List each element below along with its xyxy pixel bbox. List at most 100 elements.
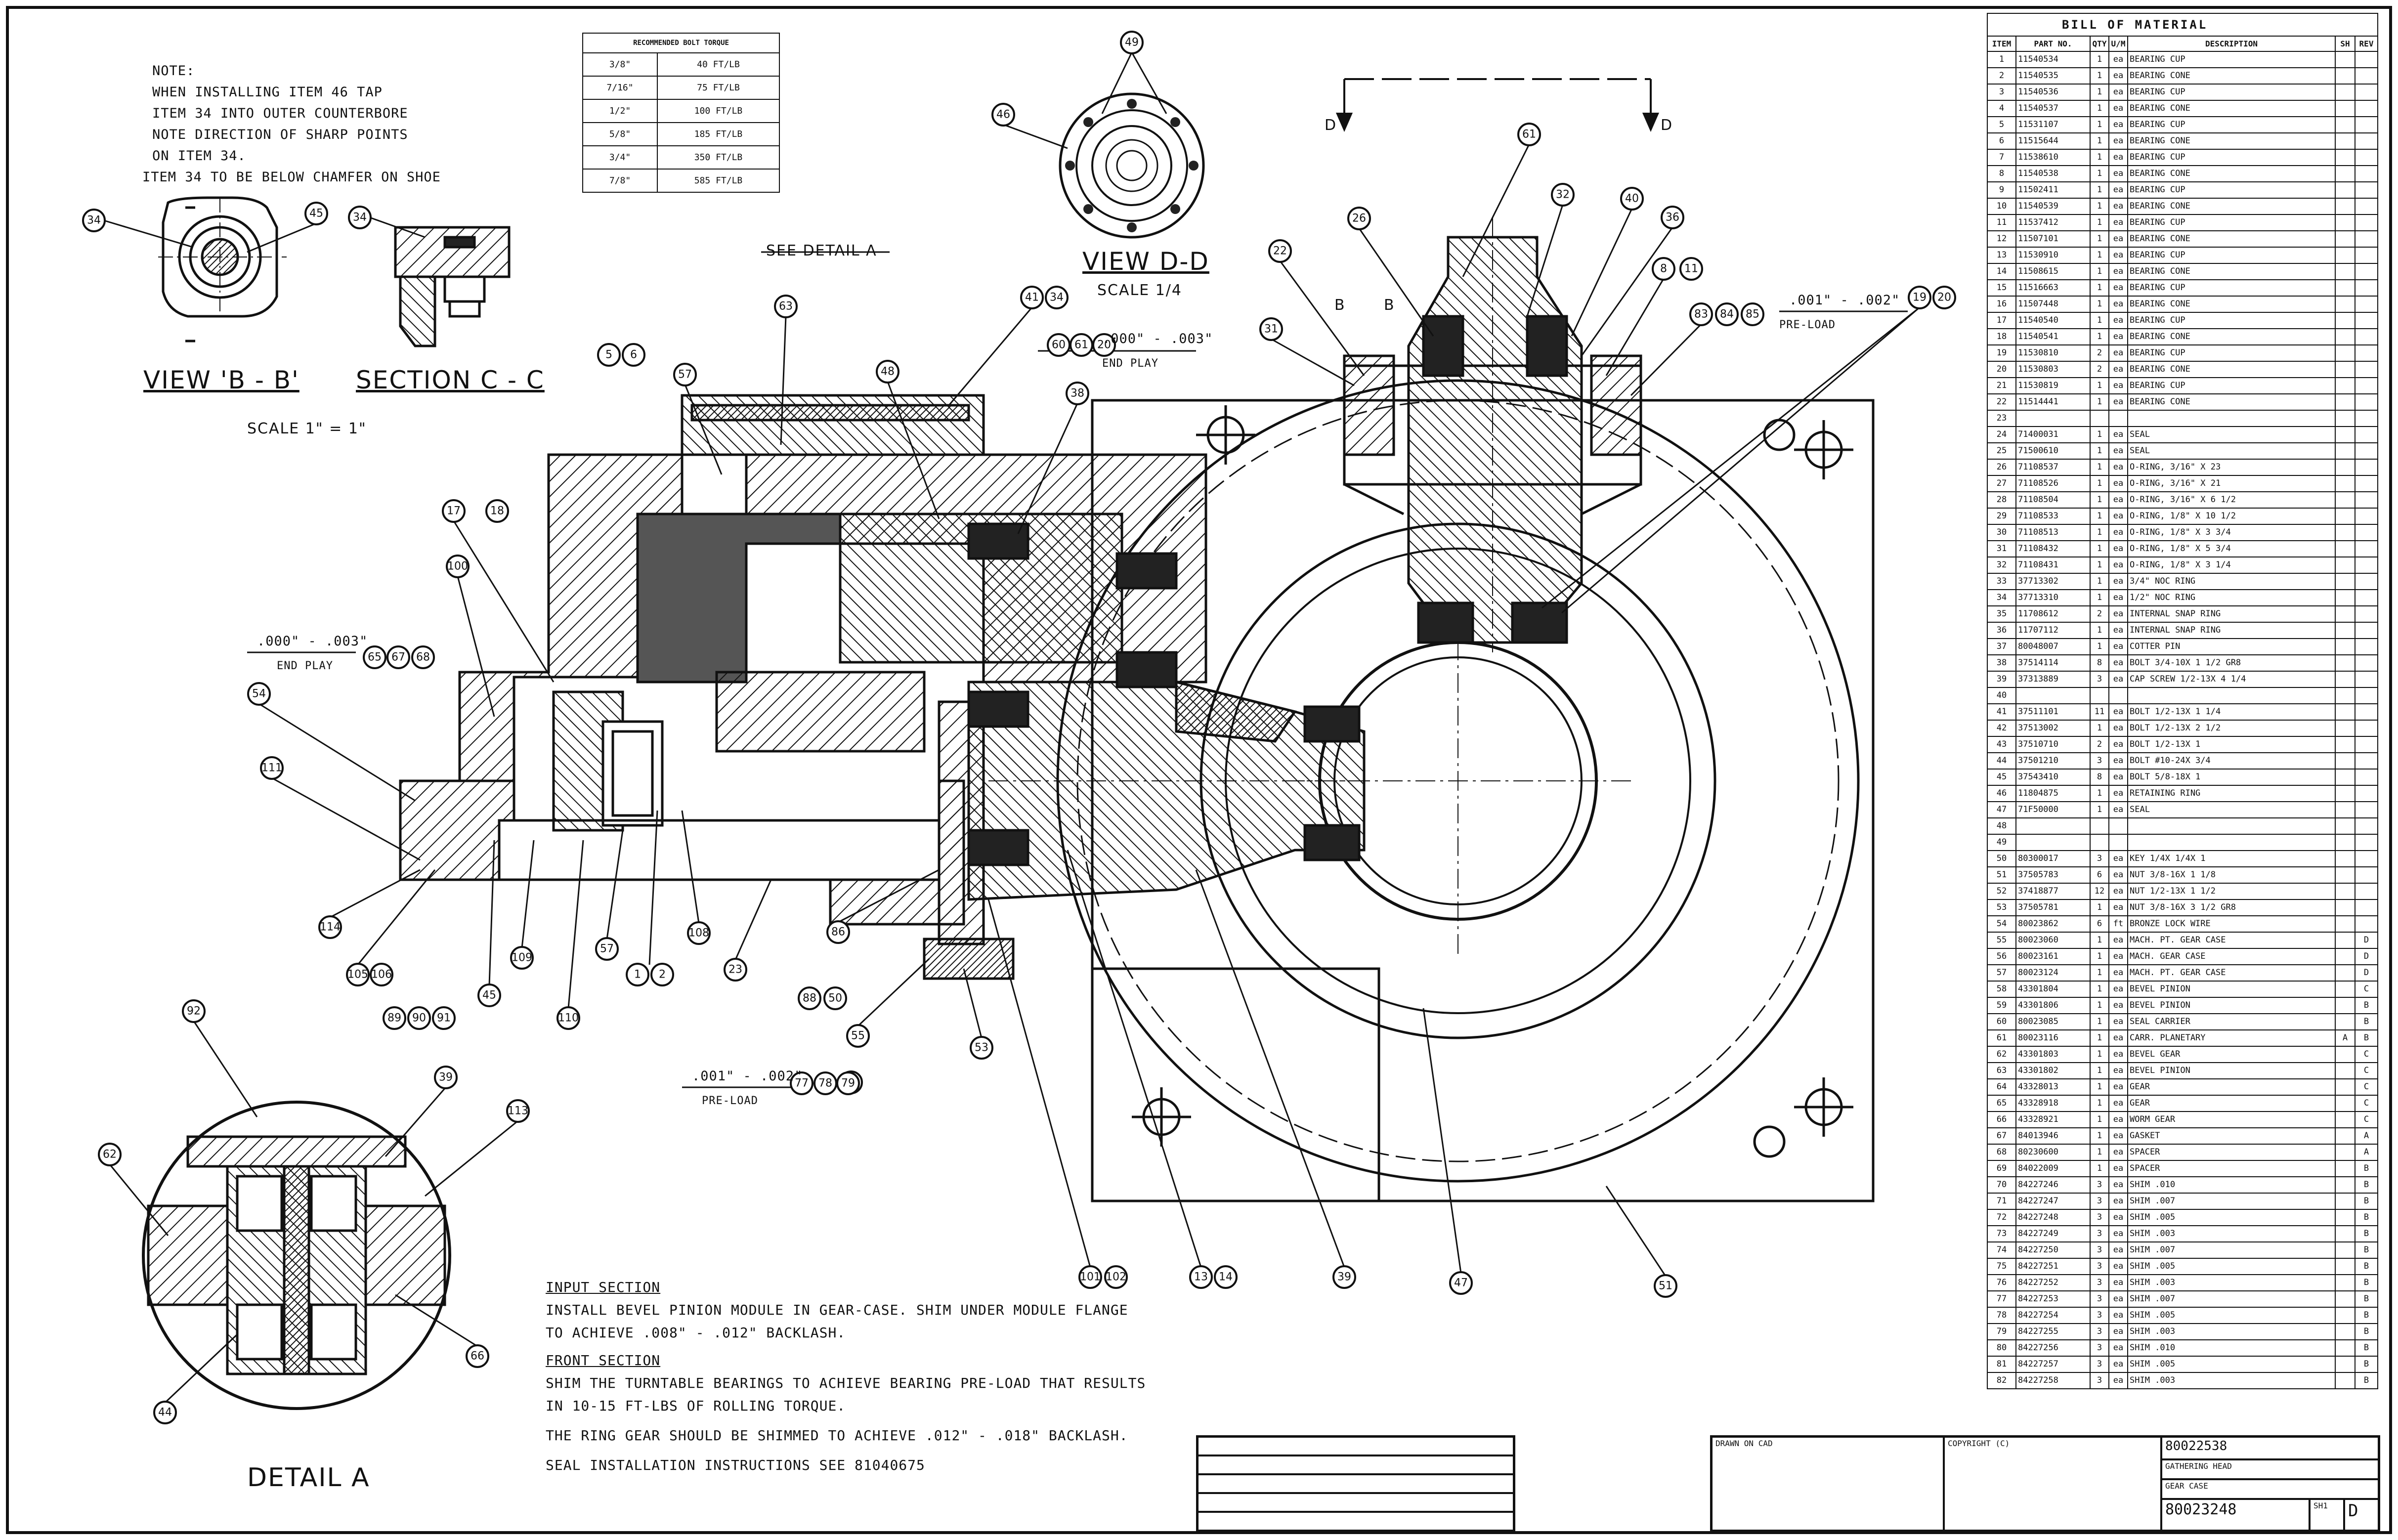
bom-part-no: 84013946 bbox=[2015, 1127, 2091, 1145]
bom-part-no: 11508615 bbox=[2015, 263, 2091, 280]
scale-d-label: SCALE 1/4 bbox=[1097, 282, 1182, 299]
bom-um: ea bbox=[2108, 84, 2128, 101]
bom-part-no: 84227251 bbox=[2015, 1258, 2091, 1275]
bom-um: ea bbox=[2108, 312, 2128, 329]
section-b-left-label: B bbox=[1334, 297, 1346, 314]
table-row: 5/8"185 FT/LB bbox=[582, 122, 780, 146]
bom-part-no: 37514114 bbox=[2015, 654, 2091, 672]
section-c-c bbox=[394, 226, 511, 347]
item-balloon: 105 bbox=[346, 963, 370, 986]
bom-um: ea bbox=[2108, 1127, 2128, 1145]
item-balloon-number: 105 bbox=[347, 969, 368, 981]
bom-sh bbox=[2335, 1307, 2355, 1324]
bolt-size: 1/2" bbox=[582, 99, 658, 123]
item-balloon: 91 bbox=[432, 1006, 456, 1030]
bom-sh bbox=[2335, 654, 2355, 672]
leader-lines bbox=[103, 52, 1920, 1404]
bom-description: SHIM .005 bbox=[2127, 1258, 2336, 1275]
bom-sh bbox=[2335, 312, 2355, 329]
bom-item: 43 bbox=[1987, 736, 2016, 753]
item-balloon-number: 79 bbox=[841, 1077, 855, 1090]
item-balloon: 77 bbox=[790, 1071, 814, 1095]
bom-sh bbox=[2335, 230, 2355, 248]
bom-description: GEAR bbox=[2127, 1095, 2336, 1112]
bom-qty: 1 bbox=[2090, 899, 2109, 916]
bom-description: SHIM .007 bbox=[2127, 1241, 2336, 1259]
bom-description: 1/2" NOC RING bbox=[2127, 589, 2336, 606]
bom-um: ea bbox=[2108, 948, 2128, 965]
bom-qty: 3 bbox=[2090, 1274, 2109, 1291]
bom-item: 41 bbox=[1987, 703, 2016, 721]
bom-part-no: 84227253 bbox=[2015, 1290, 2091, 1308]
item-balloon: 78 bbox=[814, 1071, 837, 1095]
table-row: 49 bbox=[1987, 834, 2378, 851]
bom-part-no: 80300017 bbox=[2015, 850, 2091, 867]
bom-part-no: 37505783 bbox=[2015, 866, 2091, 884]
bom-description: BEARING CONE bbox=[2127, 361, 2336, 378]
item-balloon: 17 bbox=[442, 499, 466, 523]
bom-rev bbox=[2355, 785, 2378, 802]
item-balloon: 44 bbox=[153, 1401, 177, 1424]
input-section-line: TO ACHIEVE .008" - .012" BACKLASH. bbox=[546, 1325, 846, 1341]
bom-rev bbox=[2355, 850, 2378, 867]
bom-rev bbox=[2355, 149, 2378, 166]
item-balloon: 49 bbox=[1120, 31, 1144, 54]
bom-rev bbox=[2355, 442, 2378, 460]
bom-part-no: 37713310 bbox=[2015, 589, 2091, 606]
item-balloon: 13 bbox=[1189, 1265, 1213, 1289]
bom-qty: 1 bbox=[2090, 1095, 2109, 1112]
bom-qty: 3 bbox=[2090, 1307, 2109, 1324]
bom-rev bbox=[2355, 638, 2378, 655]
bom-rev: B bbox=[2355, 1307, 2378, 1324]
bom-item: 4 bbox=[1987, 100, 2016, 117]
bom-sh bbox=[2335, 296, 2355, 313]
bom-part-no: 37511101 bbox=[2015, 703, 2091, 721]
bom-qty: 1 bbox=[2090, 573, 2109, 590]
bom-um: ea bbox=[2108, 1193, 2128, 1210]
bom-part-no: 71108526 bbox=[2015, 475, 2091, 492]
bom-part-no: 11515644 bbox=[2015, 132, 2091, 150]
item-balloon-number: 44 bbox=[158, 1407, 172, 1419]
bom-rev: B bbox=[2355, 1209, 2378, 1226]
bom-part-no: 37543410 bbox=[2015, 769, 2091, 786]
bom-um: ea bbox=[2108, 1258, 2128, 1275]
item-balloon-number: 109 bbox=[512, 952, 532, 964]
bom-sh bbox=[2335, 1062, 2355, 1079]
bom-part-no: 80023124 bbox=[2015, 964, 2091, 982]
bom-part-no: 71108513 bbox=[2015, 524, 2091, 541]
input-housing-section bbox=[399, 394, 1207, 926]
bom-um: ea bbox=[2108, 1241, 2128, 1259]
item-balloon-number: 53 bbox=[975, 1042, 988, 1054]
bom-sh bbox=[2335, 622, 2355, 639]
bom-um: ea bbox=[2108, 801, 2128, 818]
bom-qty: 1 bbox=[2090, 932, 2109, 949]
bom-rev: B bbox=[2355, 1323, 2378, 1340]
bom-rev bbox=[2355, 84, 2378, 101]
bom-item: 24 bbox=[1987, 426, 2016, 443]
bom-rev bbox=[2355, 736, 2378, 753]
bom-qty: 1 bbox=[2090, 116, 2109, 133]
bom-sh bbox=[2335, 948, 2355, 965]
bom-qty: 1 bbox=[2090, 426, 2109, 443]
bom-item: 48 bbox=[1987, 817, 2016, 835]
bom-um bbox=[2108, 687, 2128, 704]
item-balloon-number: 57 bbox=[600, 943, 614, 955]
bom-um: ea bbox=[2108, 883, 2128, 900]
bom-rev bbox=[2355, 573, 2378, 590]
bom-part-no: 37418877 bbox=[2015, 883, 2091, 900]
item-balloon: 67 bbox=[386, 645, 410, 669]
bom-part-no: 11540540 bbox=[2015, 312, 2091, 329]
bom-rev: A bbox=[2355, 1127, 2378, 1145]
